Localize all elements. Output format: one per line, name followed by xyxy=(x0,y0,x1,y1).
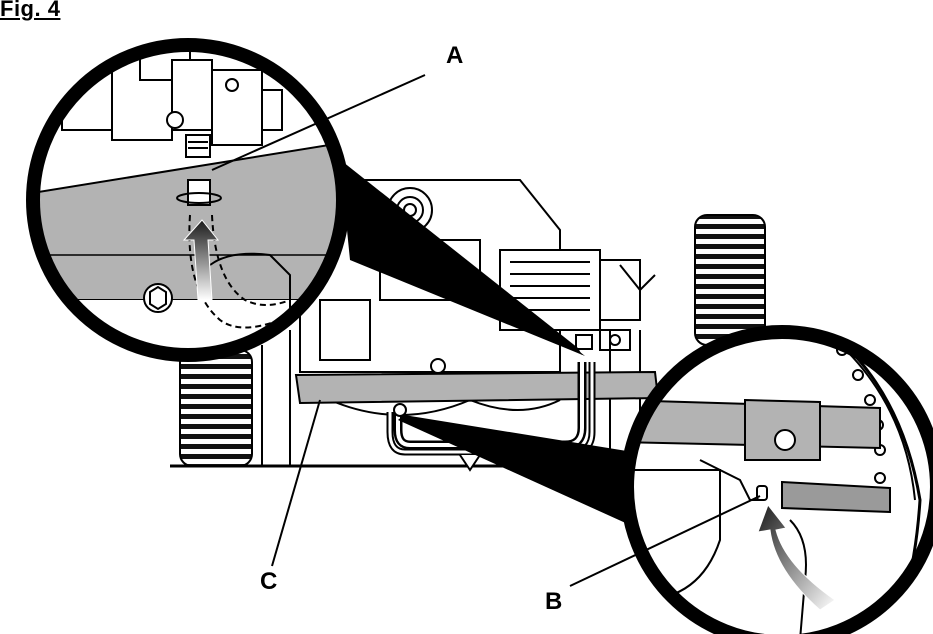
zoom-circle-a xyxy=(26,38,350,362)
callout-label-b: B xyxy=(545,588,563,615)
flow-arrow-icon xyxy=(757,503,836,611)
leader-line-c xyxy=(271,399,321,567)
callout-cone-b xyxy=(398,415,633,525)
leader-line-b xyxy=(569,495,761,587)
figure-title: Fig. 4 xyxy=(0,0,61,21)
callout-cone-a-body xyxy=(340,160,585,356)
bolt-icon xyxy=(143,283,173,313)
zoom-circle-b xyxy=(620,325,933,634)
callout-label-a: A xyxy=(446,42,464,69)
flow-arrow-icon xyxy=(182,219,220,301)
callout-label-c: C xyxy=(260,568,278,595)
left-wheel xyxy=(179,349,253,467)
leader-line-a xyxy=(211,74,426,171)
right-wheel xyxy=(694,214,766,346)
frame-rail xyxy=(294,370,660,405)
